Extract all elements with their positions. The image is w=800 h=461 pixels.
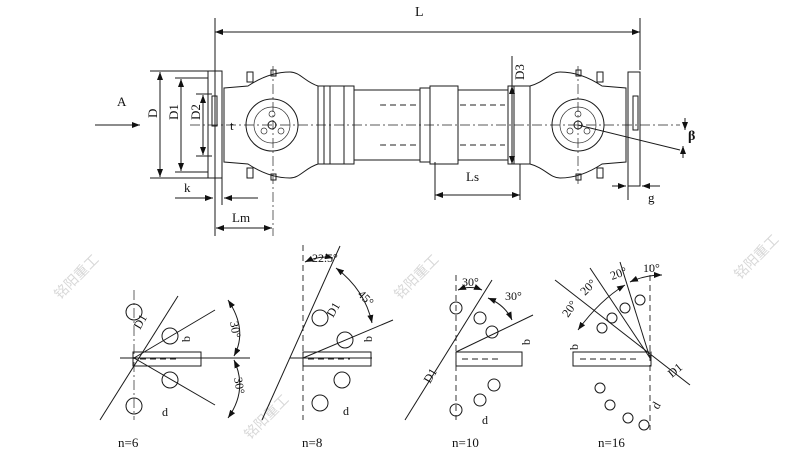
svg-text:b: b xyxy=(519,339,533,345)
svg-text:d: d xyxy=(482,413,488,427)
svg-text:20°: 20° xyxy=(608,264,629,283)
svg-text:铭阳重工: 铭阳重工 xyxy=(732,232,783,283)
dim-D2-label: D2 xyxy=(188,104,203,120)
svg-text:D1: D1 xyxy=(420,366,439,386)
svg-text:b: b xyxy=(361,336,375,342)
svg-text:b: b xyxy=(179,336,193,342)
svg-text:铭阳重工: 铭阳重工 xyxy=(52,252,103,303)
hole-pattern-n6: 30° 30° D1 b d n=6 xyxy=(99,290,250,450)
hole-pattern-n16: 20° 20° 20° 10° D1 b d n=16 xyxy=(554,261,691,450)
dim-D-label: D xyxy=(145,109,160,118)
dim-k-label: k xyxy=(184,180,191,195)
dim-D3-label: D3 xyxy=(512,64,527,80)
dim-Ls-label: Ls xyxy=(466,169,479,184)
dim-Lm-label: Lm xyxy=(232,210,250,225)
svg-text:d: d xyxy=(648,399,663,411)
svg-text:d: d xyxy=(343,404,349,418)
dim-D1-label: D1 xyxy=(166,104,181,120)
pattern-n16-label: n=16 xyxy=(598,435,625,450)
hole-pattern-n10: 30° 30° D1 b d n=10 xyxy=(404,275,534,450)
pattern-n8-label: n=8 xyxy=(302,435,322,450)
svg-text:20°: 20° xyxy=(577,276,599,298)
svg-text:D1: D1 xyxy=(665,360,685,380)
svg-text:铭阳重工: 铭阳重工 xyxy=(392,252,443,303)
pattern-n10-label: n=10 xyxy=(452,435,479,450)
hole-pattern-n8: 22.5° 45° D1 b d n=8 xyxy=(261,245,394,450)
svg-text:30°: 30° xyxy=(227,320,244,339)
svg-text:30°: 30° xyxy=(231,376,248,395)
svg-text:D1: D1 xyxy=(130,312,149,332)
svg-text:D1: D1 xyxy=(323,300,342,320)
dim-g-label: g xyxy=(648,190,655,205)
svg-text:d: d xyxy=(162,405,168,419)
svg-text:30°: 30° xyxy=(505,289,522,303)
dim-L-label: L xyxy=(415,5,424,20)
shaft-side-view: L A D D1 D2 t xyxy=(95,5,695,236)
svg-text:30°: 30° xyxy=(462,275,479,289)
view-A-label: A xyxy=(117,94,127,109)
svg-text:b: b xyxy=(567,344,581,350)
pattern-n6-label: n=6 xyxy=(118,435,139,450)
svg-text:铭阳重工: 铭阳重工 xyxy=(242,392,293,443)
dim-t-label: t xyxy=(230,118,234,133)
svg-text:20°: 20° xyxy=(559,298,580,320)
angle-beta-label: β xyxy=(688,129,695,144)
svg-text:10°: 10° xyxy=(643,261,660,275)
svg-text:22.5°: 22.5° xyxy=(312,251,338,265)
